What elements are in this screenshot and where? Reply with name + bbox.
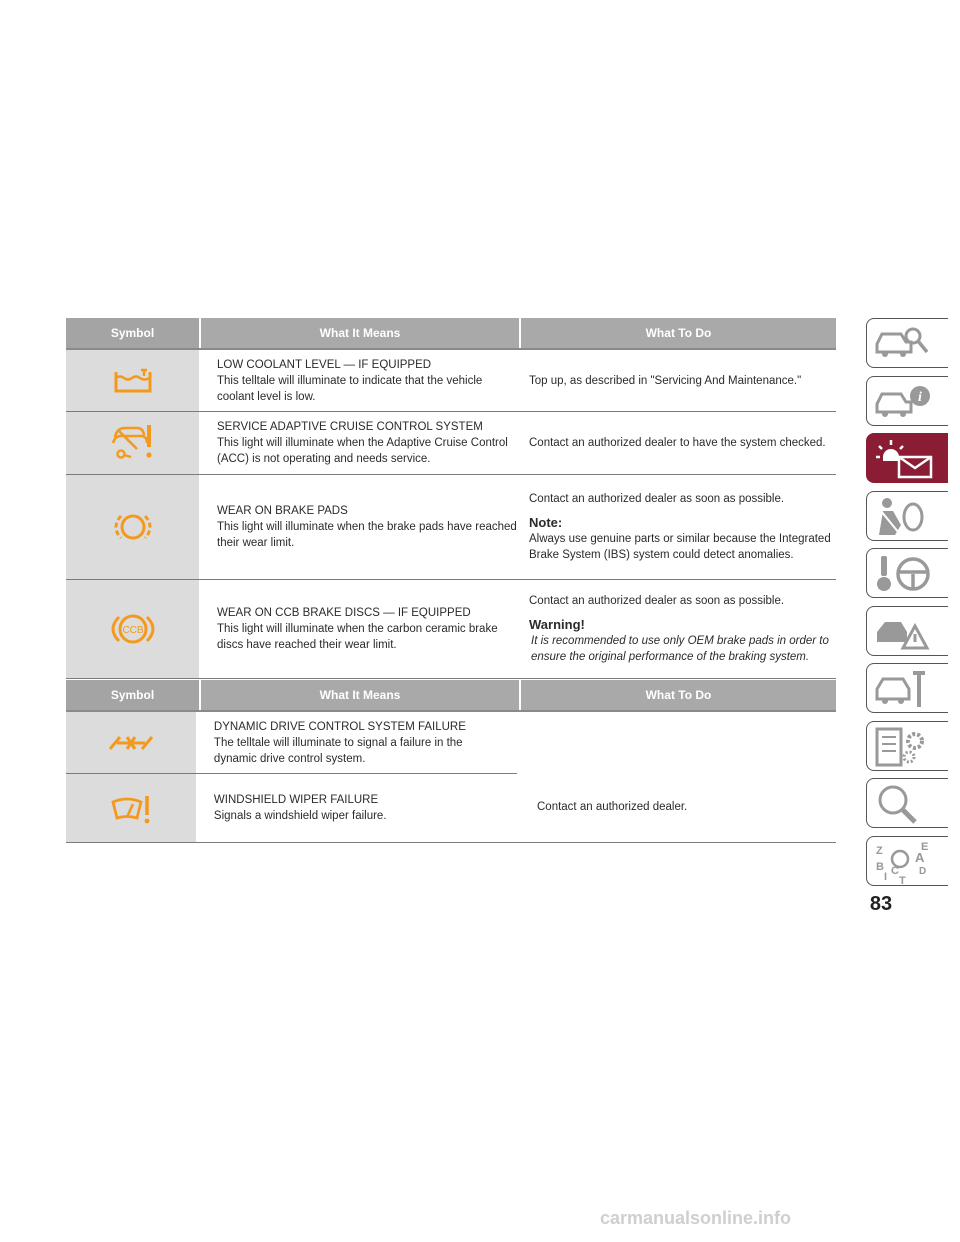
svg-text:Z: Z xyxy=(876,845,883,857)
table-row: DYNAMIC DRIVE CONTROL SYSTEM FAILURE The… xyxy=(66,712,517,774)
table-row: SERVICE ADAPTIVE CRUISE CONTROL SYSTEM T… xyxy=(66,412,836,475)
svg-text:i: i xyxy=(918,390,922,405)
dynamic-drive-control-icon xyxy=(108,735,154,750)
brake-pad-wear-icon xyxy=(113,514,152,540)
tab-starting-driving[interactable] xyxy=(866,548,948,598)
row-title: LOW COOLANT LEVEL — IF EQUIPPED xyxy=(217,358,432,371)
row-action: Contact an authorized dealer as soon as … xyxy=(529,493,785,505)
note-heading: Note: xyxy=(529,515,563,530)
header-symbol: Symbol xyxy=(66,318,199,348)
ccb-brake-disc-icon: CCB xyxy=(110,614,155,644)
tab-technical-specifications[interactable] xyxy=(866,720,948,771)
windshield-wiper-failure-icon xyxy=(111,796,150,824)
car-service-tools-icon xyxy=(875,671,925,707)
warning-light-message-icon xyxy=(876,440,933,479)
watermark: carmanualsonline.info xyxy=(600,1208,792,1228)
header-what-to-do: What To Do xyxy=(521,680,836,710)
tab-multimedia[interactable] xyxy=(866,778,948,828)
car-crash-warning-icon xyxy=(877,621,930,649)
header-what-it-means: What It Means xyxy=(201,318,519,348)
row-title: DYNAMIC DRIVE CONTROL SYSTEM FAILURE xyxy=(213,720,466,733)
table-row: WEAR ON BRAKE PADS This light will illum… xyxy=(66,475,836,580)
svg-text:T: T xyxy=(899,875,906,884)
note-text: Always use genuine parts or similar beca… xyxy=(529,533,831,561)
row-description: This telltale will illuminate to indicat… xyxy=(217,374,483,403)
header-what-it-means: What It Means xyxy=(201,680,519,710)
tab-in-case-of-emergency[interactable] xyxy=(866,605,948,656)
svg-text:I: I xyxy=(884,871,887,883)
seatbelt-airbag-icon xyxy=(879,497,924,535)
chapter-tabs: i xyxy=(866,318,948,893)
row-title: WEAR ON CCB BRAKE DISCS — IF EQUIPPED xyxy=(217,607,471,619)
car-search-icon xyxy=(875,327,929,357)
index-letters-icon: Z E A B C D I T xyxy=(876,841,928,884)
acc-service-icon xyxy=(111,425,152,459)
row-action: Contact an authorized dealer as soon as … xyxy=(529,595,785,607)
row-description: This light will illuminate when the carb… xyxy=(217,623,498,651)
svg-text:E: E xyxy=(921,841,928,853)
tab-index[interactable]: Z E A B C D I T xyxy=(866,835,948,886)
tab-warning-lights-messages[interactable] xyxy=(866,433,948,483)
table-row: LOW COOLANT LEVEL — IF EQUIPPED This tel… xyxy=(66,350,836,412)
magnifier-icon xyxy=(878,785,917,824)
svg-text:D: D xyxy=(919,866,926,877)
warning-heading: Warning! xyxy=(529,617,585,632)
specs-gears-icon xyxy=(875,727,924,766)
row-description: This light will illuminate when the Adap… xyxy=(217,437,508,465)
page-number: 83 xyxy=(869,893,893,915)
svg-text:B: B xyxy=(876,861,884,873)
svg-text:C: C xyxy=(891,865,899,877)
coolant-level-icon xyxy=(114,368,151,392)
svg-text:A: A xyxy=(915,850,925,865)
telltale-table-1: Symbol What It Means What To Do LOW COOL… xyxy=(66,318,836,679)
shared-action: Contact an authorized dealer. xyxy=(537,801,688,813)
tab-safety[interactable] xyxy=(866,490,948,541)
warning-text: It is recommended to use only OEM brake … xyxy=(531,635,829,663)
row-title: SERVICE ADAPTIVE CRUISE CONTROL SYSTEM xyxy=(217,421,483,433)
row-title: WINDSHIELD WIPER FAILURE xyxy=(213,794,379,806)
table-row: WINDSHIELD WIPER FAILURE Signals a winds… xyxy=(66,774,517,843)
tab-servicing-maintenance[interactable] xyxy=(866,663,948,713)
row-description: The telltale will illuminate to signal a… xyxy=(213,736,463,765)
telltale-table-2: Symbol What It Means What To Do DYNAMIC … xyxy=(66,680,836,843)
tab-car-info[interactable]: i xyxy=(866,375,948,426)
tab-car-search[interactable] xyxy=(866,318,948,368)
ccb-label: CCB xyxy=(122,625,143,636)
row-description: This light will illuminate when the brak… xyxy=(217,521,517,549)
key-steering-icon xyxy=(877,556,930,591)
car-info-icon: i xyxy=(875,385,930,417)
row-description: Signals a windshield wiper failure. xyxy=(213,810,387,822)
row-action: Top up, as described in "Servicing And M… xyxy=(529,374,802,387)
table-header: Symbol What It Means What To Do xyxy=(66,318,836,350)
header-symbol: Symbol xyxy=(66,680,199,710)
table-row: CCB WEAR ON CCB BRAKE DISCS — IF EQUIPPE… xyxy=(66,580,836,679)
row-action: Contact an authorized dealer to have the… xyxy=(529,437,826,449)
row-title: WEAR ON BRAKE PADS xyxy=(217,505,348,517)
table-header: Symbol What It Means What To Do xyxy=(66,680,836,712)
header-what-to-do: What To Do xyxy=(521,318,836,348)
